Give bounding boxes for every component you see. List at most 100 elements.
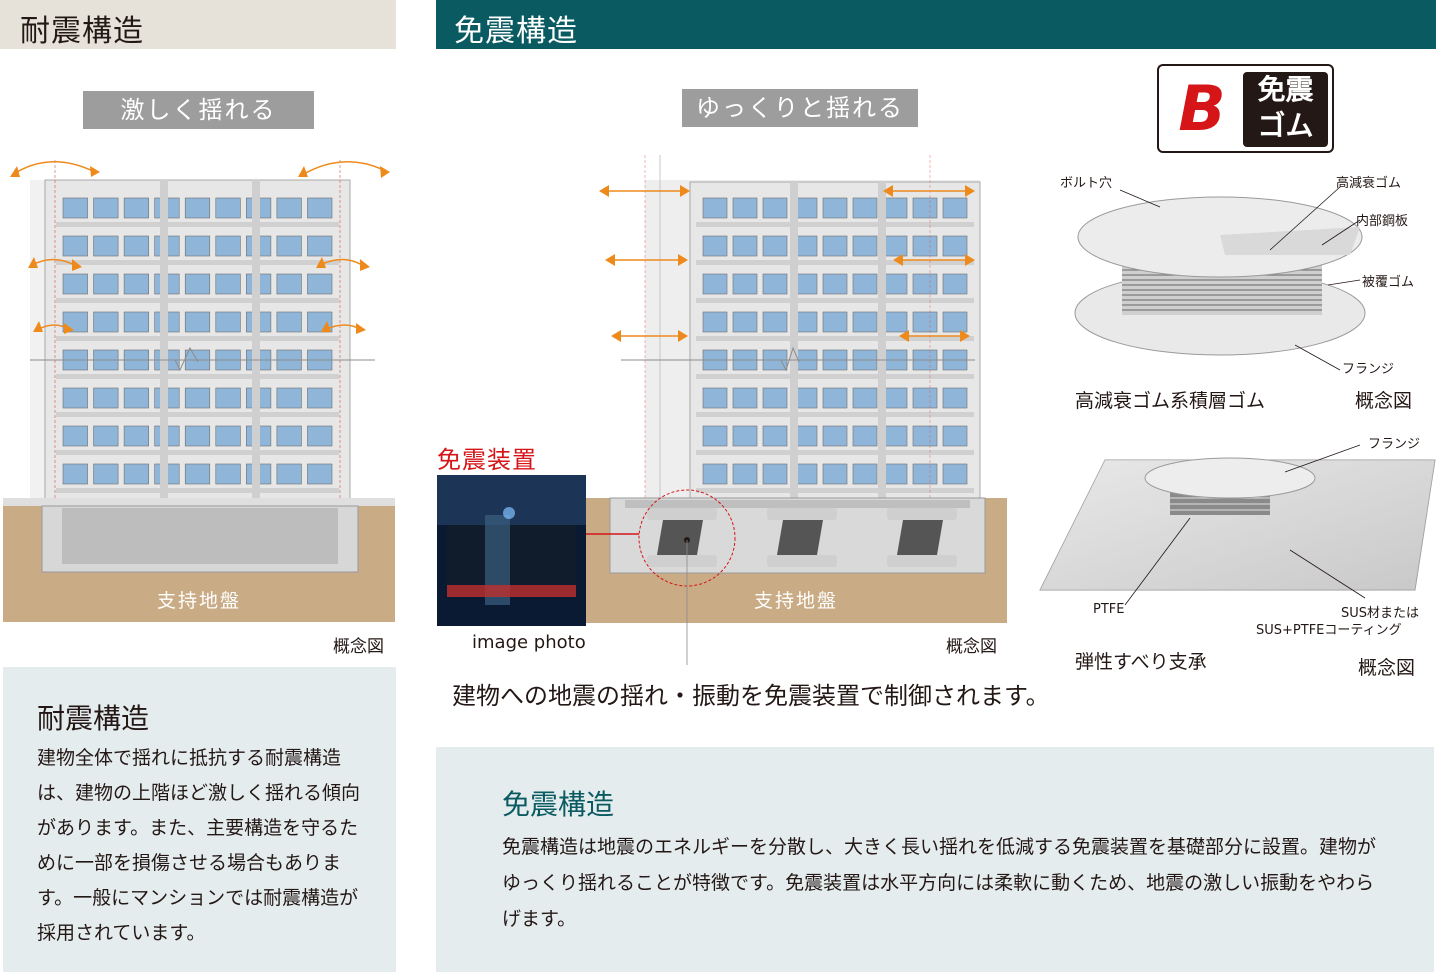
- window: [123, 463, 149, 485]
- window: [822, 425, 848, 447]
- window: [276, 273, 302, 295]
- window: [912, 235, 938, 257]
- photo-caption: image photo: [472, 632, 586, 653]
- window: [852, 387, 878, 409]
- window: [882, 311, 908, 333]
- window: [62, 273, 88, 295]
- label-bolt-hole: ボルト穴: [1060, 176, 1113, 191]
- window: [123, 387, 149, 409]
- window: [852, 425, 878, 447]
- window: [732, 273, 758, 295]
- logo-line2: ゴム: [1257, 109, 1314, 142]
- violent-shake-label: 激しく揺れる: [83, 91, 314, 129]
- window: [822, 311, 848, 333]
- window: [822, 463, 848, 485]
- label-sus-2: SUS+PTFEコーティング: [1256, 623, 1402, 638]
- label-inner-steel-plate: 内部鋼板: [1356, 214, 1409, 229]
- device-photo: [437, 475, 586, 626]
- summary-text: 建物への地震の揺れ・振動を免震装置で制御されます。: [452, 682, 1050, 710]
- window: [882, 273, 908, 295]
- label-flange-bottom: フランジ: [1368, 437, 1421, 452]
- header-seismic-resistant: 耐震構造: [0, 0, 396, 49]
- window: [215, 311, 241, 333]
- window: [732, 425, 758, 447]
- window: [184, 311, 211, 333]
- window: [93, 311, 119, 333]
- logo-line1: 免震: [1257, 73, 1314, 106]
- rubber-bearing-caption: 概念図: [1355, 390, 1413, 412]
- header-right-title: 免震構造: [454, 14, 578, 49]
- window: [307, 387, 333, 409]
- ground-label-center: 支持地盤: [753, 590, 838, 612]
- window: [822, 387, 848, 409]
- window: [702, 311, 728, 333]
- window: [852, 463, 878, 485]
- window: [882, 235, 908, 257]
- window: [307, 273, 333, 295]
- window: [276, 425, 302, 447]
- window: [702, 463, 728, 485]
- window: [184, 463, 211, 485]
- slide-bearing-caption: 概念図: [1358, 657, 1416, 679]
- window: [184, 235, 211, 257]
- window: [912, 311, 938, 333]
- window: [93, 235, 119, 257]
- window: [852, 235, 878, 257]
- window: [732, 311, 758, 333]
- header-seismic-isolation: 免震構造: [436, 0, 1436, 49]
- window: [852, 273, 878, 295]
- window: [732, 197, 758, 219]
- window: [822, 197, 848, 219]
- rubber-bearing-diagram: [1074, 186, 1366, 371]
- window: [882, 463, 908, 485]
- window: [942, 235, 968, 257]
- window: [942, 463, 968, 485]
- isolation-description-panel: 免震構造 免震構造は地震のエネルギーを分散し、大きく長い揺れを低減する免震装置を…: [436, 747, 1434, 972]
- label-flange-top: フランジ: [1342, 362, 1395, 377]
- window: [762, 311, 788, 333]
- window: [942, 311, 968, 333]
- menshin-rubber-logo: B 免震 ゴム: [1157, 64, 1334, 153]
- resistant-description-title: 耐震構造: [37, 702, 150, 735]
- window: [93, 387, 119, 409]
- window: [93, 197, 119, 219]
- window: [732, 387, 758, 409]
- caption-left: 概念図: [333, 637, 384, 657]
- window: [702, 425, 728, 447]
- window: [93, 425, 119, 447]
- window: [702, 387, 728, 409]
- device-label: 免震装置: [437, 446, 537, 474]
- label-sus-1: SUS材または: [1341, 606, 1420, 621]
- window: [912, 273, 938, 295]
- window: [942, 387, 968, 409]
- window: [912, 197, 938, 219]
- window: [762, 463, 788, 485]
- window: [123, 425, 149, 447]
- window: [215, 273, 241, 295]
- isolation-description-title: 免震構造: [502, 788, 615, 821]
- resistant-building-diagram: [3, 160, 395, 622]
- window: [732, 235, 758, 257]
- window: [123, 235, 149, 257]
- window: [123, 197, 149, 219]
- window: [942, 197, 968, 219]
- window: [762, 425, 788, 447]
- window: [276, 197, 302, 219]
- window: [307, 197, 333, 219]
- window: [852, 197, 878, 219]
- window: [822, 235, 848, 257]
- caption-center: 概念図: [946, 637, 997, 657]
- window: [184, 387, 211, 409]
- window: [762, 197, 788, 219]
- window: [62, 197, 88, 219]
- window: [912, 387, 938, 409]
- window: [942, 425, 968, 447]
- slow-shake-label: ゆっくりと揺れる: [682, 89, 918, 127]
- window: [276, 235, 302, 257]
- window: [215, 425, 241, 447]
- window: [702, 235, 728, 257]
- window: [882, 425, 908, 447]
- window: [912, 463, 938, 485]
- window: [942, 273, 968, 295]
- window: [307, 425, 333, 447]
